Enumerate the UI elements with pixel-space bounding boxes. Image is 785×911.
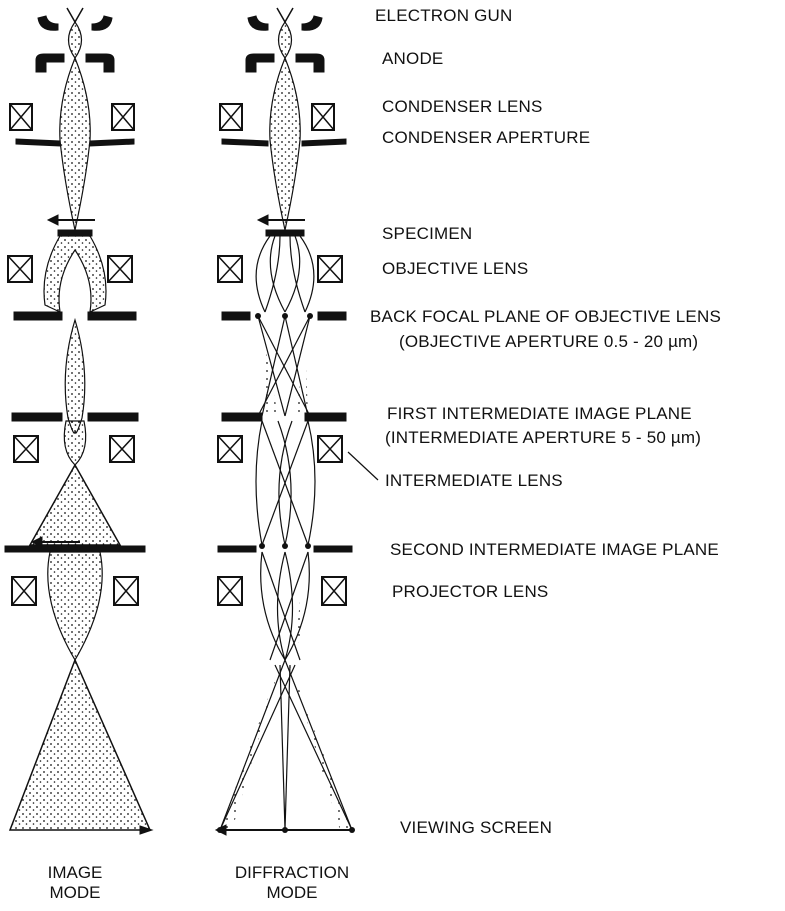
label-anode: ANODE: [382, 49, 444, 68]
second-intermediate-plane-diffraction: [217, 543, 353, 553]
label-first-intermediate-plane: FIRST INTERMEDIATE IMAGE PLANE: [387, 404, 692, 423]
label-intermediate-aperture: (INTERMEDIATE APERTURE 5 - 50 µm): [385, 428, 702, 447]
anode-diffraction: [245, 53, 325, 73]
label-condenser-lens: CONDENSER LENS: [382, 97, 543, 116]
specimen-diffraction: [256, 214, 305, 237]
projector-shade-diffraction: [295, 570, 306, 650]
anode-image: [35, 53, 115, 73]
label-electron-gun: ELECTRON GUN: [375, 6, 513, 25]
final-beam-image: [8, 658, 152, 831]
condenser-aperture-diffraction: [221, 138, 347, 147]
label-objective-lens: OBJECTIVE LENS: [382, 259, 529, 278]
objective-lens-diffraction: [217, 255, 343, 283]
label-projector-lens: PROJECTOR LENS: [392, 582, 549, 601]
label-objective-aperture: (OBJECTIVE APERTURE 0.5 - 20 µm): [399, 332, 699, 351]
electron-gun-diffraction: [247, 7, 323, 31]
beam-upper-diffraction: [269, 20, 301, 231]
rays-objective-diffraction: [255, 235, 315, 313]
beam-cross-image: [63, 420, 87, 466]
image-mode-line2: MODE: [49, 883, 101, 902]
label-intermediate-lens: INTERMEDIATE LENS: [385, 471, 563, 490]
viewing-screen-diffraction: [214, 824, 355, 836]
projector-beam-image: [47, 551, 103, 662]
diffraction-mode-label: DIFFRACTION MODE: [212, 863, 372, 903]
image-mode-line1: IMAGE: [47, 863, 103, 882]
projector-lens-diffraction: [217, 576, 347, 606]
objective-aperture-image: [13, 311, 137, 321]
condenser-aperture-image: [15, 138, 135, 147]
image-mode-column: [4, 7, 154, 835]
condenser-lens-image: [9, 103, 135, 131]
objective-beam-image: [43, 235, 107, 314]
specimen-image: [46, 214, 95, 237]
final-shade-diffraction: [220, 665, 352, 830]
diffraction-mode-column: [214, 7, 379, 836]
mid-shade-diffraction: [262, 330, 308, 416]
projector-lens-image: [11, 576, 139, 606]
diffraction-mode-line2: MODE: [266, 883, 318, 902]
rays-projector-diffraction: [260, 551, 310, 661]
beam-mid-image: [64, 317, 86, 434]
label-viewing-screen: VIEWING SCREEN: [400, 818, 553, 837]
screen-arrow-image: [139, 825, 154, 835]
first-intermediate-aperture-image: [11, 412, 139, 422]
label-second-intermediate-plane: SECOND INTERMEDIATE IMAGE PLANE: [390, 540, 719, 559]
rays-final-diffraction: [219, 659, 353, 831]
rays-lower-diffraction: [255, 420, 316, 546]
intermediate-lens-image: [13, 435, 135, 463]
diffraction-mode-line1: DIFFRACTION: [234, 863, 350, 882]
intermediate-lens-pointer: [347, 451, 379, 481]
condenser-lens-diffraction: [219, 103, 335, 131]
label-specimen: SPECIMEN: [382, 224, 473, 243]
intermediate-lens-diffraction: [217, 435, 343, 463]
label-back-focal-plane: BACK FOCAL PLANE OF OBJECTIVE LENS: [370, 307, 721, 326]
objective-lens-image: [7, 255, 133, 283]
label-condenser-aperture: CONDENSER APERTURE: [382, 128, 591, 147]
beam-upper-image: [59, 20, 91, 231]
image-mode-label: IMAGE MODE: [0, 863, 155, 903]
objective-aperture-diffraction: [221, 311, 347, 321]
triangle-beam-image: [28, 463, 122, 546]
